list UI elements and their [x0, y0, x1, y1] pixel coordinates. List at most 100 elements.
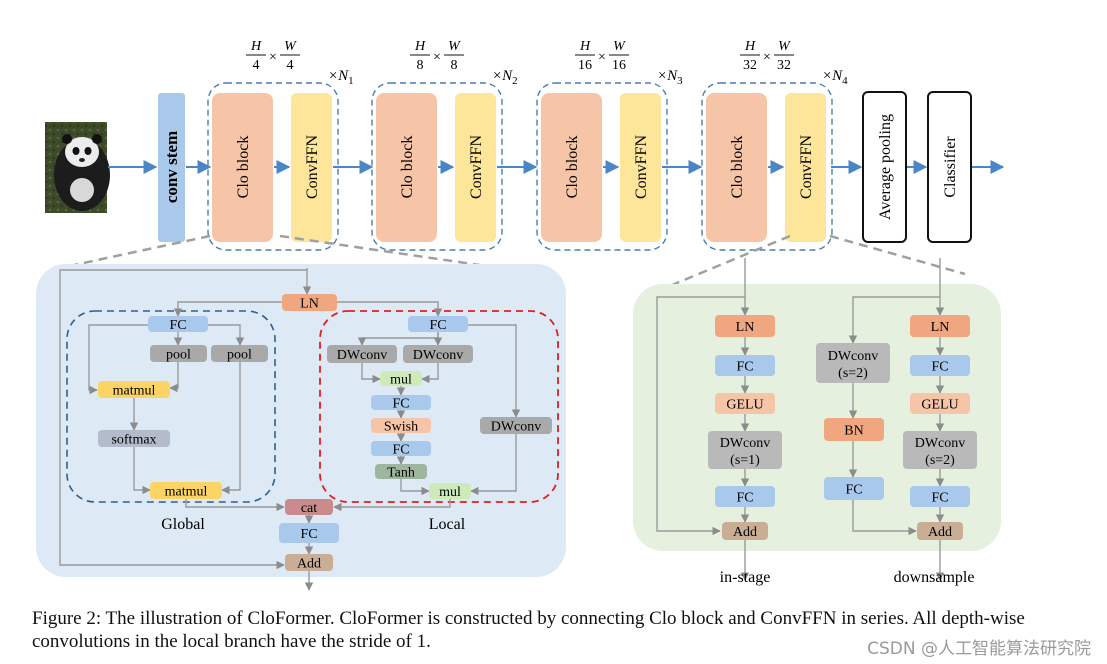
ds-shortcut-fc-label: FC	[845, 483, 862, 498]
ins-dwconv-node-label: DWconv	[720, 436, 771, 451]
ln-node-label: LN	[300, 297, 319, 312]
repeat-count: ×N4	[822, 68, 848, 87]
times-sign: ×	[763, 50, 771, 65]
global-pool-right: pool	[211, 345, 268, 363]
local-tanh-node-label: Tanh	[387, 466, 415, 481]
local-fc-node: FC	[408, 316, 468, 333]
repeat-sub: 4	[842, 75, 848, 87]
clo-block-label: Clo block	[564, 136, 581, 199]
resolution-label: H8×W8	[410, 39, 464, 73]
ins-add-node-box	[722, 522, 768, 540]
res-w-num: W	[778, 39, 791, 54]
clo-block-box	[376, 93, 437, 242]
global-softmax-node-box	[98, 430, 170, 447]
ds-add-node: Add	[917, 522, 963, 540]
res-w-den: 16	[612, 58, 626, 73]
res-h-num: H	[414, 39, 426, 54]
ds-fc1-node: FC	[910, 355, 970, 376]
conv-stem-label: conv stem	[162, 131, 181, 203]
repeat-count: ×N3	[657, 68, 683, 87]
local-mul-top-box	[380, 371, 422, 386]
ins-fc1-node: FC	[715, 355, 775, 376]
ins-add-node: Add	[722, 522, 768, 540]
ins-fc2-node: FC	[715, 486, 775, 507]
average-pooling-label: Average pooling	[877, 114, 894, 220]
global-matmul-bottom: matmul	[150, 482, 222, 500]
repeat-sub: 3	[677, 75, 683, 87]
ins-fc1-node-label: FC	[736, 360, 753, 375]
convffn-box	[455, 93, 496, 242]
ins-fc1-node-box	[715, 355, 775, 376]
clo-block-box	[706, 93, 767, 242]
global-caption: Global	[161, 516, 205, 533]
ins-add-node-label: Add	[733, 525, 757, 540]
ds-shortcut-fc-box	[824, 477, 884, 500]
global-branch-region	[66, 310, 276, 503]
local-fc3-node-label: FC	[392, 443, 409, 458]
ins-dwconv-node-box	[708, 431, 782, 469]
res-h-num: H	[579, 39, 591, 54]
ds-fc1-node-label: FC	[931, 360, 948, 375]
res-w-num: W	[613, 39, 626, 54]
cat-node: cat	[285, 499, 333, 516]
resolution-label: H16×W16	[575, 39, 629, 73]
ins-gelu-node-label: GELU	[726, 398, 763, 413]
res-w-den: 32	[777, 58, 791, 73]
ds-shortcut-dw-sublabel: (s=2)	[838, 366, 868, 381]
zoom-line-middle	[279, 234, 501, 270]
local-mul-top: mul	[380, 371, 422, 388]
zoom-line-ffn-right	[829, 234, 966, 276]
ds-shortcut-dw-box	[816, 343, 890, 383]
repeat-base: ×N	[328, 68, 349, 84]
local-dwconv-left-box	[327, 345, 397, 363]
ds-gelu-node: GELU	[910, 393, 970, 414]
classifier-label: Classifier	[942, 136, 959, 198]
res-h-den: 32	[743, 58, 757, 73]
global-pool-left: pool	[150, 345, 207, 363]
ds-fc2-node-box	[910, 486, 970, 507]
res-h-num: H	[250, 39, 262, 54]
repeat-count: ×N2	[492, 68, 518, 87]
fc-out-node-label: FC	[300, 527, 317, 542]
ds-bn-node-label: BN	[844, 424, 863, 439]
ds-add-node-label: Add	[928, 525, 952, 540]
local-fc2-node-box	[371, 395, 431, 410]
res-w-num: W	[448, 39, 461, 54]
figure-caption: Figure 2: The illustration of CloFormer.…	[32, 608, 1025, 652]
global-matmul-bottom-box	[150, 482, 222, 499]
local-tanh-node-box	[375, 464, 427, 479]
zoom-line-ffn-left	[659, 234, 791, 292]
ins-fc2-node-label: FC	[736, 491, 753, 506]
ds-dwconv-node: DWconv(s=2)	[903, 431, 977, 469]
local-fc-node-label: FC	[429, 318, 446, 333]
local-mul-bottom: mul	[429, 483, 471, 500]
local-mul-bottom-label: mul	[439, 485, 461, 500]
ins-gelu-node-box	[715, 393, 775, 414]
clo-block-label: Clo block	[399, 136, 416, 199]
convffn-box	[785, 93, 826, 242]
local-mul-bottom-box	[429, 483, 471, 499]
local-dwconv-side: DWconv	[480, 417, 552, 435]
watermark: CSDN @人工智能算法研究院	[867, 639, 1091, 659]
global-pool-left-label: pool	[166, 348, 191, 363]
ds-fc2-node: FC	[910, 486, 970, 507]
local-tanh-node: Tanh	[375, 464, 427, 481]
ins-dwconv-node-sublabel: (s=1)	[730, 453, 760, 468]
repeat-base: ×N	[492, 68, 513, 84]
ds-fc2-node-label: FC	[931, 491, 948, 506]
in-stage-caption: in-stage	[720, 569, 771, 586]
add-node-box	[285, 554, 333, 571]
global-pool-left-box	[150, 345, 207, 362]
global-matmul-top-label: matmul	[113, 384, 156, 399]
ins-ln-node: LN	[715, 315, 775, 337]
local-swish-node: Swish	[371, 418, 431, 435]
global-fc-node: FC	[148, 316, 208, 333]
convffn-box	[291, 93, 332, 242]
res-w-num: W	[284, 39, 297, 54]
